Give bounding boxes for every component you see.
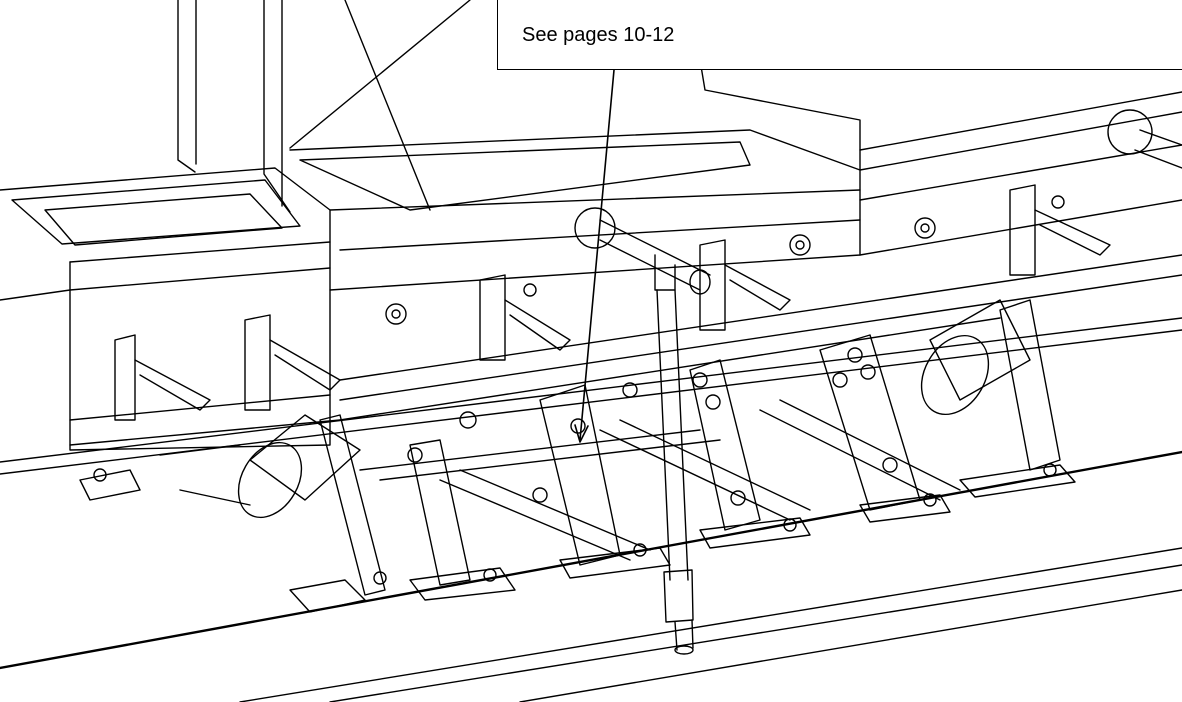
left-hopper-box bbox=[0, 0, 331, 451]
skirt-bolts bbox=[385, 195, 1065, 325]
skirt-clamps bbox=[114, 184, 1111, 421]
cross-members bbox=[359, 399, 961, 561]
upper-chute bbox=[289, 0, 1182, 291]
idler-rollers bbox=[159, 299, 1031, 519]
lower-belt-rails bbox=[0, 317, 1182, 702]
idler-brackets bbox=[319, 299, 1061, 596]
hex-bolts bbox=[93, 347, 1057, 585]
upper-right-pipe bbox=[1107, 109, 1182, 169]
callout-leader bbox=[574, 69, 615, 443]
support-pipe bbox=[574, 207, 711, 655]
callout-text: See pages 10-12 bbox=[522, 24, 675, 46]
callout-box: See pages 10-12 bbox=[497, 0, 1182, 70]
